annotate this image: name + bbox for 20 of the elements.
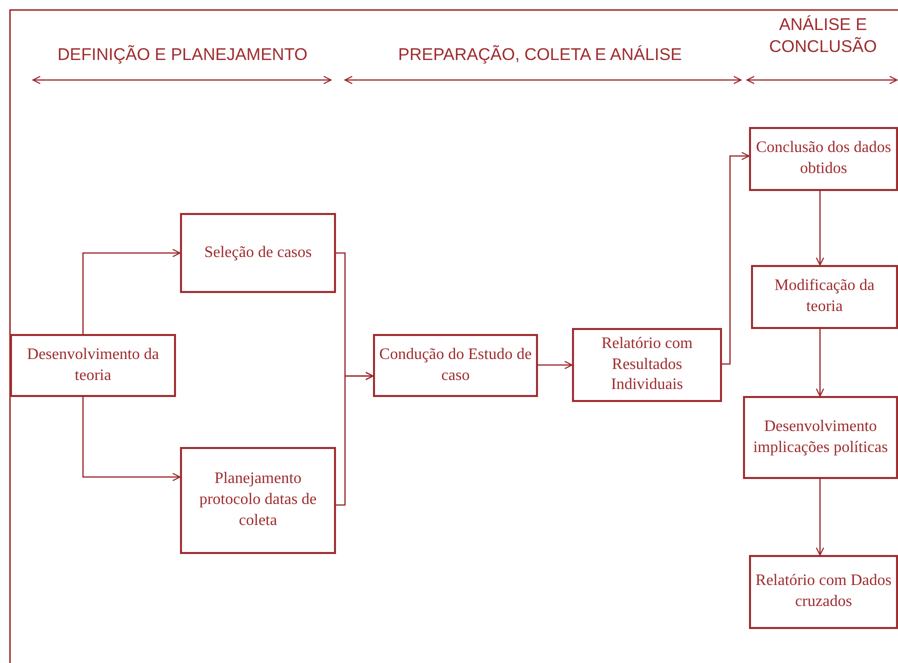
process-box: Condução do Estudo de caso bbox=[373, 334, 538, 397]
arrow bbox=[816, 479, 824, 556]
phase-heading: DEFINIÇÃO E PLANEJAMENTO bbox=[56, 44, 308, 66]
process-box: Relatório com Dados cruzados bbox=[749, 555, 898, 629]
process-box: Seleção de casos bbox=[180, 213, 336, 293]
process-box: Planejamento protocolo datas de coleta bbox=[180, 447, 336, 554]
arrow bbox=[538, 360, 573, 370]
arrow bbox=[722, 152, 750, 365]
arrow bbox=[816, 329, 824, 397]
process-box: Conclusão dos dados obtidos bbox=[749, 127, 898, 191]
process-box: Desenvolvimento implicações políticas bbox=[743, 396, 898, 479]
phase-heading: PREPARAÇÃO, COLETA E ANÁLISE bbox=[397, 44, 683, 66]
arrow bbox=[82, 397, 181, 482]
phase-heading: ANÁLISE E CONCLUSÃO bbox=[768, 14, 878, 58]
process-box: Desenvolvimento da teoria bbox=[10, 334, 176, 397]
arrow bbox=[82, 248, 181, 334]
process-box: Relatório com Resultados Individuais bbox=[572, 328, 722, 402]
process-box: Modificação da teoria bbox=[751, 265, 898, 329]
arrow bbox=[816, 191, 824, 266]
arrow bbox=[336, 372, 374, 506]
